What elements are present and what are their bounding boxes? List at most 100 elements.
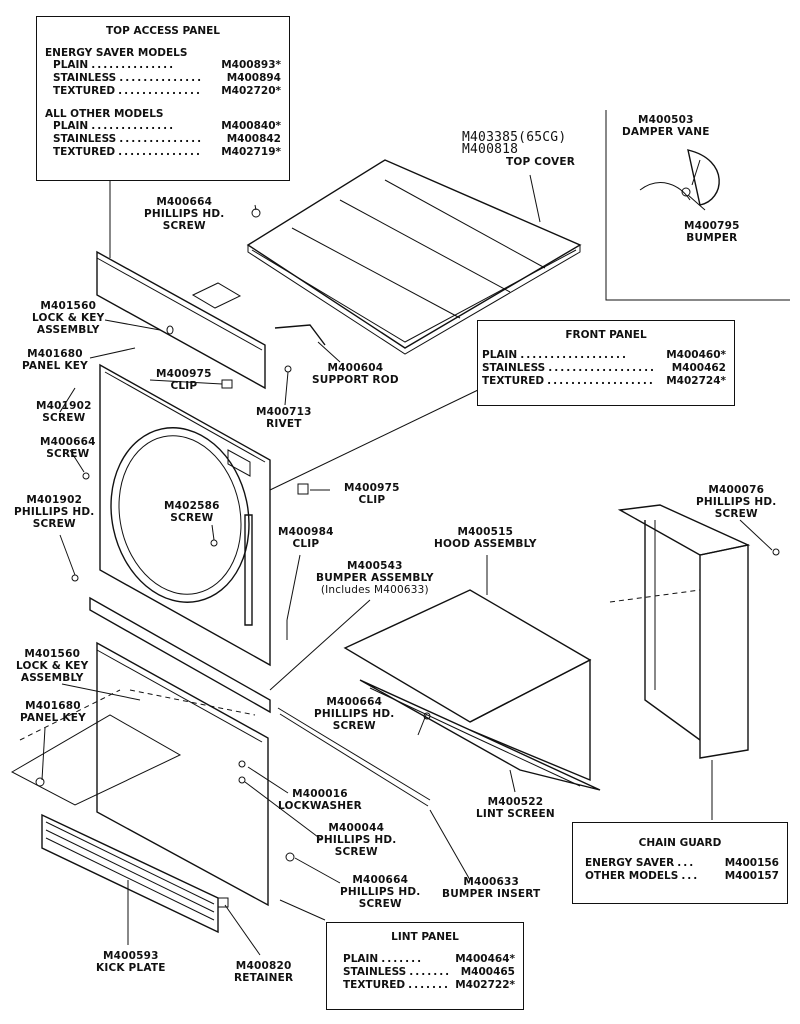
dot-leader: .............. (91, 120, 176, 132)
leader-lines (41, 159, 773, 956)
lockwasher-label: M400016 LOCKWASHER (278, 788, 362, 812)
part-name: SCREW (332, 720, 376, 732)
part-name: SCREW (32, 518, 76, 530)
lock-key-top-label: M401560 LOCK & KEY ASSEMBLY (32, 300, 104, 336)
part-number: M400664 (156, 196, 213, 208)
part-number: M400633 (463, 876, 520, 888)
part-number: M400664 (40, 436, 96, 448)
damper-vane-label: M400503 DAMPER VANE (622, 114, 710, 138)
damper-vane-inset (605, 110, 790, 301)
part-name: HOOD ASSEMBLY (434, 538, 537, 550)
top-cover-part-2: M400818 (462, 142, 519, 157)
part-name: SCREW (46, 448, 90, 460)
parts-row: STAINLESS..............M400842 (53, 133, 281, 146)
lint-panel-drawing (10, 641, 269, 907)
row-label: STAINLESS (343, 966, 407, 978)
part-number: M401560 (40, 300, 97, 312)
screw-664a-label: M400664 SCREW (40, 436, 96, 460)
part-number: M400016 (292, 788, 348, 800)
bumper-assembly-label: M400543 BUMPER ASSEMBLY (Includes M40063… (316, 560, 434, 596)
kick-plate-drawing (41, 813, 219, 934)
dot-leader: ....... (381, 953, 424, 965)
row-part-number: M402724* (666, 375, 726, 387)
part-name: CLIP (292, 538, 320, 550)
screw-1902a-label: M401902 SCREW (36, 400, 92, 424)
part-name: RIVET (266, 418, 302, 430)
part-number: M400515 (457, 526, 514, 538)
row-label: TEXTURED (343, 979, 406, 991)
parts-row: TEXTURED..............M402719* (53, 146, 281, 159)
row-part-number: M402720* (221, 85, 281, 97)
chain-guard-drawing (609, 504, 751, 759)
part-number: M400713 (256, 406, 312, 418)
screw-664-hood-label: M400664 PHILLIPS HD. SCREW (314, 696, 394, 732)
row-part-number: M402722* (455, 979, 515, 991)
part-number: M400975 (344, 482, 400, 494)
part-name: LOCKWASHER (278, 800, 362, 812)
row-part-number: M400894 (226, 72, 281, 84)
dot-leader: .................. (547, 375, 655, 387)
support-rod-label: M400604 SUPPORT ROD (312, 362, 399, 386)
part-name: CLIP (358, 494, 386, 506)
screw-664-bottom-label: M400664 PHILLIPS HD. SCREW (340, 874, 420, 910)
top-cover-label: M403385(65CG) M400818 TOP COVER (462, 131, 575, 168)
dot-leader: .............. (118, 85, 202, 97)
part-number: M400604 (327, 362, 384, 374)
dot-leader: .................. (548, 362, 657, 374)
hood-assembly-label: M400515 HOOD ASSEMBLY (434, 526, 537, 550)
chain-guard-box: CHAIN GUARD ENERGY SAVER...M400156 OTHER… (572, 822, 788, 904)
dot-leader: .................. (520, 349, 629, 361)
part-name: BUMPER (686, 232, 738, 244)
part-name: BUMPER ASSEMBLY (316, 572, 434, 584)
screw-top-label: M400664 PHILLIPS HD. SCREW (144, 196, 224, 232)
row-label: PLAIN (53, 59, 89, 71)
dot-leader: ... (681, 870, 700, 882)
part-name: SCREW (334, 846, 378, 858)
parts-row: STAINLESS..................M400462 (482, 362, 726, 375)
clip-top-label: M400975 CLIP (156, 368, 212, 392)
dot-leader: .............. (119, 72, 204, 84)
part-name: CLIP (170, 380, 198, 392)
row-part-number: M400157 (724, 870, 779, 882)
part-number: M401902 (36, 400, 92, 412)
part-note: (Includes M400633) (320, 584, 429, 596)
part-number: M400503 (637, 114, 694, 126)
part-name: ASSEMBLY (36, 324, 100, 336)
top-cover-name: TOP COVER (506, 156, 575, 168)
part-name: DAMPER VANE (622, 126, 710, 138)
dot-leader: .............. (91, 59, 176, 71)
panel-key-top-label: M401680 PANEL KEY (22, 348, 88, 372)
row-part-number: M400464* (455, 953, 515, 965)
row-part-number: M400842 (226, 133, 281, 145)
part-number: M401680 (25, 700, 81, 712)
part-name: SCREW (162, 220, 206, 232)
part-name: PANEL KEY (20, 712, 86, 724)
part-name: PHILLIPS HD. (14, 506, 95, 518)
parts-row: TEXTURED.......M402722* (343, 979, 515, 992)
part-number: M400543 (346, 560, 403, 572)
part-name: LOCK & KEY (32, 312, 105, 324)
part-name: SCREW (42, 412, 86, 424)
hood-assembly-drawing (277, 589, 601, 807)
part-name: PHILLIPS HD. (314, 708, 395, 720)
dot-leader: .............. (119, 133, 204, 145)
small-parts (35, 208, 780, 908)
parts-row: OTHER MODELS...M400157 (585, 870, 779, 883)
row-part-number: M400893* (221, 59, 281, 71)
parts-row: TEXTURED..............M402720* (53, 85, 281, 98)
part-name: BUMPER INSERT (442, 888, 541, 900)
part-name: PHILLIPS HD. (144, 208, 225, 220)
parts-row: TEXTURED..................M402724* (482, 375, 726, 388)
part-name: PHILLIPS HD. (316, 834, 397, 846)
part-number: M401680 (27, 348, 83, 360)
part-name: RETAINER (234, 972, 294, 984)
part-name: PHILLIPS HD. (340, 886, 421, 898)
parts-row: STAINLESS.......M400465 (343, 966, 515, 979)
part-name: SCREW (358, 898, 402, 910)
row-label: PLAIN (343, 953, 379, 965)
top-access-panel-drawing (96, 250, 266, 390)
parts-row: PLAIN..................M400460* (482, 349, 726, 362)
part-name: ASSEMBLY (20, 672, 84, 684)
part-name: PHILLIPS HD. (696, 496, 777, 508)
